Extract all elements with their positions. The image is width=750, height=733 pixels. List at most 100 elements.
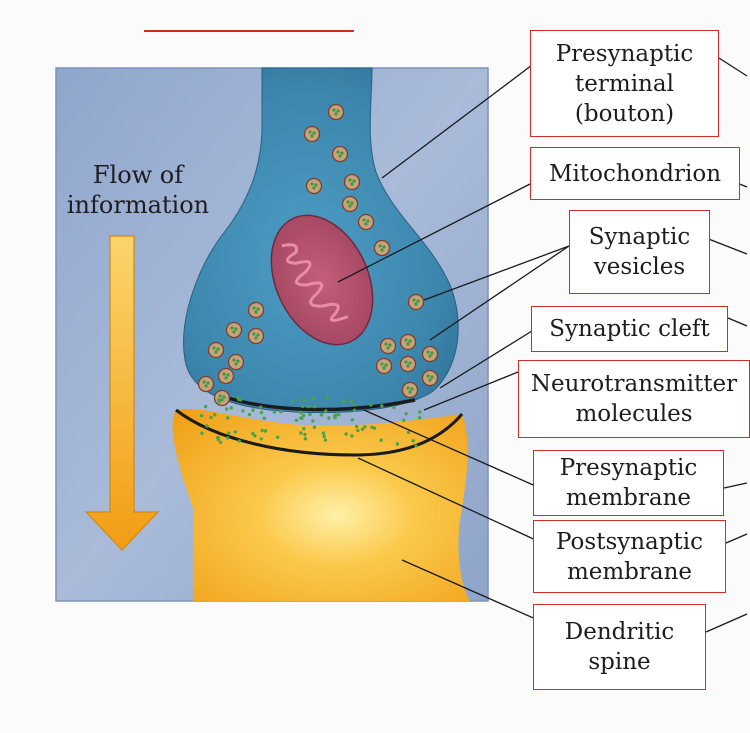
neurotransmitter-molecule [380,404,384,408]
vesicle-content-dot [218,394,222,398]
neurotransmitter-molecule [402,418,406,422]
synaptic-vesicle [373,239,391,257]
synaptic-vesicle [197,375,215,393]
neurotransmitter-molecule [262,416,266,420]
neurotransmitter-molecule [259,410,264,415]
neurotransmitter-molecule [379,438,383,442]
vesicle-content-dot [414,302,418,306]
vesicle-content-dot [230,326,234,330]
vesicle-content-dot [234,362,238,366]
vesicle-content-dot [384,342,388,346]
synaptic-vesicle [247,301,265,319]
vesicle-content-dot [340,151,344,155]
vesicle-content-dot [314,183,318,187]
vesicle-content-dot [222,372,226,376]
vesicle-content-dot [206,381,210,385]
neurotransmitter-molecule [372,426,377,430]
neurotransmitter-molecule [306,404,310,409]
neurotransmitter-molecule [226,416,230,420]
neurotransmitter-molecule [302,427,306,431]
synaptic-vesicle [213,389,231,407]
neurotransmitter-molecule [300,404,305,409]
vesicle-content-dot [232,358,236,362]
leader-line [337,182,533,283]
vesicle-content-dot [380,248,384,252]
vesicle-content-dot [224,376,228,380]
neurotransmitter-molecule [224,407,229,411]
vesicle-content-dot [404,360,408,364]
neurotransmitter-molecule [354,424,359,429]
neurotransmitter-molecule [322,434,326,439]
neurotransmitter-molecule [236,396,240,400]
neurotransmitter-molecule [302,413,306,418]
vesicle-content-dot [364,222,368,226]
synaptic-vesicle [217,367,235,385]
neurotransmitter-molecule [344,432,348,436]
vesicle-content-dot [222,395,226,399]
vesicle-content-dot [426,374,430,378]
neurotransmitter-molecule [213,413,217,417]
leader-line [357,457,541,543]
neurotransmitter-molecule [260,428,264,433]
neurotransmitter-molecule [209,415,213,420]
synaptic-vesicle [343,173,361,191]
neurotransmitter-molecule [291,399,295,403]
neurotransmitter-molecule [279,410,283,414]
vesicle-content-dot [226,373,230,377]
vesicle-content-dot [332,108,336,112]
synaptic-vesicle [305,177,323,195]
neurotransmitter-molecule [276,435,280,439]
neurotransmitter-molecule [341,399,346,403]
vesicle-content-dot [412,298,416,302]
vesicle-content-dot [232,330,236,334]
vesicle-content-dot [212,346,216,350]
neurotransmitter-molecule [299,431,303,435]
synaptic-vesicle [247,327,265,345]
vesicle-content-dot [410,387,414,391]
neurotransmitter-molecule [303,432,307,437]
vesicle-content-dot [312,131,316,135]
vesicle-content-dot [406,386,410,390]
neurotransmitter-molecule [303,437,308,441]
vesicle-content-dot [386,346,390,350]
neurotransmitter-molecule [418,416,422,420]
neurotransmitter-molecule [294,418,299,422]
synaptic-vesicle [225,321,243,339]
neurotransmitter-molecule [301,398,306,402]
label-mitochondrion: Mitochondrion [530,147,740,200]
vesicle-content-dot [388,343,392,347]
neurotransmitter-molecule [226,436,230,440]
synaptic-vesicle [421,369,439,387]
flow-of-information-label: Flow of information [66,161,210,219]
neurotransmitter-molecule [233,430,237,434]
vesicle-content-dot [236,359,240,363]
label-synaptic-vesicles: Synaptic vesicles [569,210,710,294]
synaptic-vesicle [399,333,417,351]
neurotransmitter-molecule [299,411,303,415]
leader-line [401,559,557,629]
neurotransmitter-molecule [356,428,360,433]
vesicle-content-dot [234,327,238,331]
vesicle-content-dot [308,130,312,134]
presynaptic-membrane-line [227,396,416,412]
leader-line [381,49,553,179]
vesicle-content-dot [380,362,384,366]
vesicle-content-dot [256,333,260,337]
neurotransmitter-molecule [352,408,357,412]
synaptic-vesicle [375,357,393,375]
vesicle-content-dot [252,306,256,310]
vesicle-content-dot [346,200,350,204]
vesicle-content-dot [204,384,208,388]
neurotransmitter-molecule [263,429,268,433]
neurotransmitter-molecule [200,431,204,435]
neurotransmitter-molecule [349,399,353,403]
neurotransmitter-molecule [350,418,354,422]
neurotransmitter-molecule [327,416,331,420]
neurotransmitter-molecule [237,439,241,443]
neurotransmitter-molecule [311,396,316,401]
vesicle-content-dot [428,354,432,358]
neurotransmitter-molecule [321,431,326,435]
synaptic-vesicle [401,381,419,399]
vesicle-content-dot [338,154,342,158]
